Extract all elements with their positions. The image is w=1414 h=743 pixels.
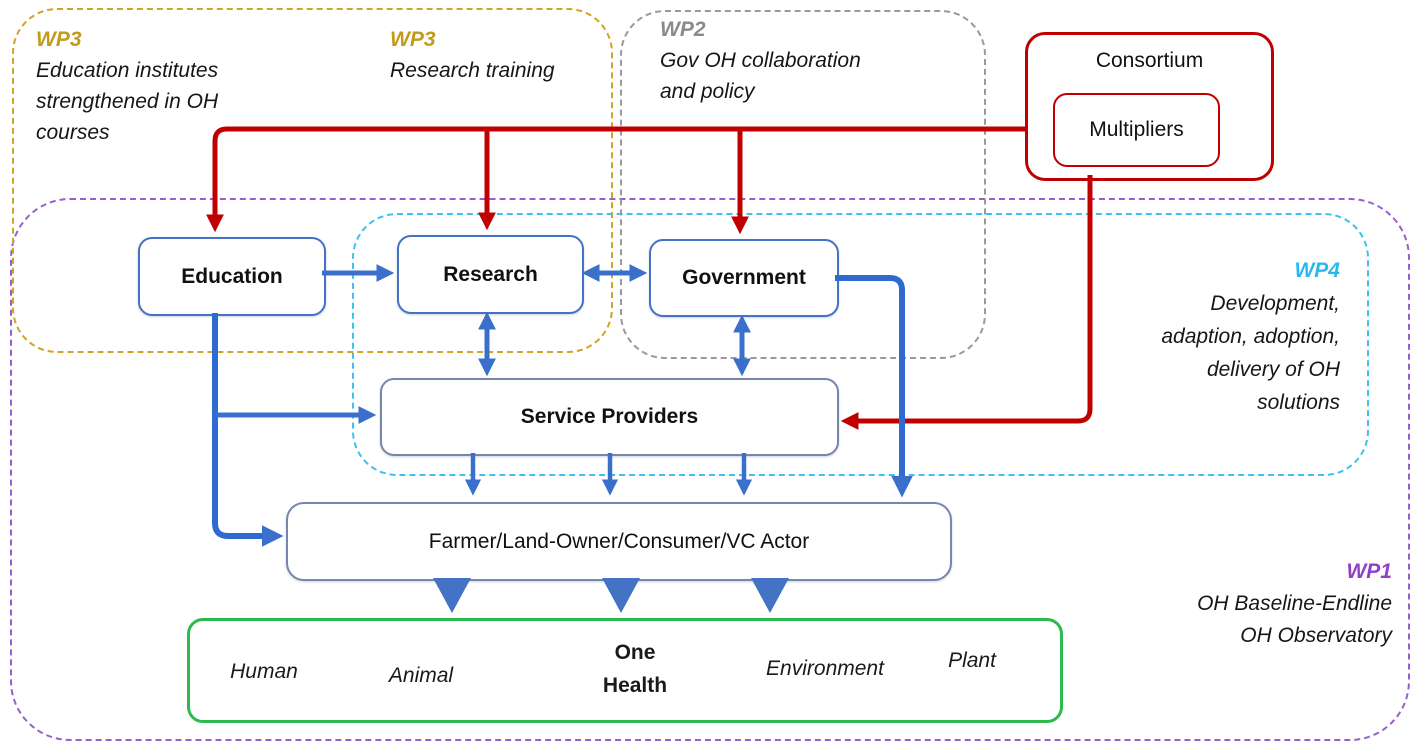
government-node: Government — [649, 239, 839, 317]
education-label: Education — [181, 264, 283, 288]
wp2-line-1: Gov OH collaboration — [660, 49, 861, 72]
one-health-center-line2: Health — [602, 674, 668, 697]
wp3-left-text: WP3 Education institutes strengthened in… — [36, 24, 218, 148]
one-health-box: Human Animal One Health Environment Plan… — [187, 618, 1063, 723]
wp1-text: WP1 OH Baseline-Endline OH Observatory — [1092, 556, 1392, 652]
one-health-plant: Plant — [948, 649, 996, 672]
multipliers-box: Multipliers — [1053, 93, 1220, 167]
wp1-label: WP1 — [1346, 560, 1392, 583]
research-node: Research — [397, 235, 584, 314]
multipliers-label: Multipliers — [1089, 118, 1184, 141]
wp1-line-1: OH Baseline-Endline — [1197, 592, 1392, 615]
service-providers-node: Service Providers — [380, 378, 839, 456]
wp3-right-text: WP3 Research training — [390, 24, 555, 86]
wp3-left-label: WP3 — [36, 28, 82, 51]
one-health-center: One Health — [575, 636, 695, 702]
wp3-left-line-3: courses — [36, 121, 110, 144]
one-health-center-line1: One — [614, 641, 656, 664]
wp3-left-line-1: Education institutes — [36, 59, 219, 82]
farmer-label: Farmer/Land-Owner/Consumer/VC Actor — [428, 529, 810, 553]
wp2-label: WP2 — [660, 18, 706, 41]
one-health-animal: Animal — [388, 664, 454, 687]
wp4-label: WP4 — [1294, 259, 1340, 282]
wp4-line-2: adaption, adoption, — [1161, 325, 1340, 348]
wp3-right-label: WP3 — [390, 28, 436, 51]
research-label: Research — [443, 262, 538, 286]
wp1-line-2: OH Observatory — [1240, 624, 1392, 647]
consortium-box: Consortium Multipliers — [1025, 32, 1274, 181]
wp4-line-4: solutions — [1257, 391, 1340, 414]
farmer-node: Farmer/Land-Owner/Consumer/VC Actor — [286, 502, 952, 581]
education-node: Education — [138, 237, 326, 316]
wp3-right-line: Research training — [390, 59, 555, 82]
wp2-text: WP2 Gov OH collaboration and policy — [660, 14, 861, 107]
one-health-environment: Environment — [766, 657, 884, 680]
wp2-line-2: and policy — [660, 80, 755, 103]
government-label: Government — [682, 266, 806, 289]
wp4-line-1: Development, — [1210, 292, 1340, 315]
one-health-human: Human — [230, 660, 298, 683]
wp3-left-line-2: strengthened in OH — [36, 90, 219, 113]
wp4-line-3: delivery of OH — [1206, 358, 1340, 381]
wp4-text: WP4 Development, adaption, adoption, del… — [1040, 254, 1340, 419]
service-providers-label: Service Providers — [520, 405, 699, 428]
consortium-title: Consortium — [1095, 49, 1204, 72]
